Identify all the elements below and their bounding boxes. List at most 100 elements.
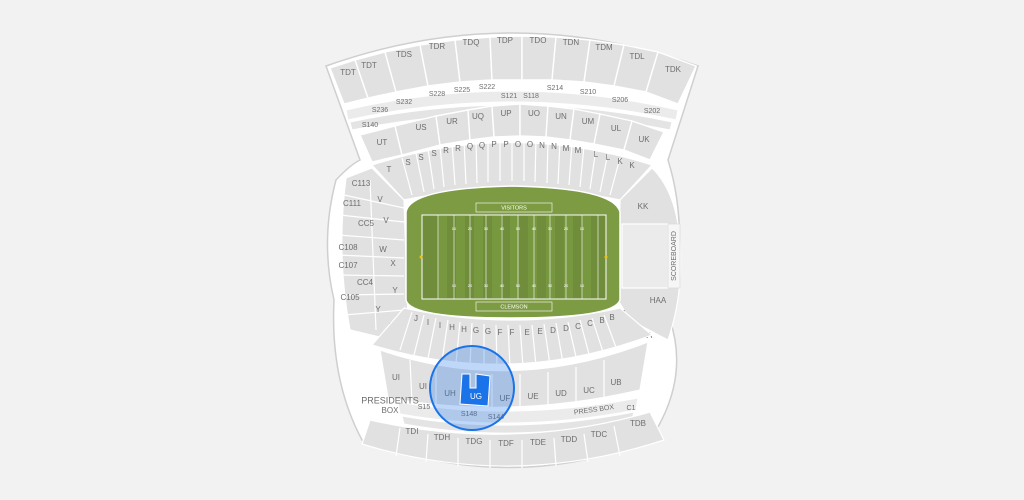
label-p-1: P <box>491 140 496 149</box>
yard-bottom-8: 20 <box>564 283 569 288</box>
yard-bottom-2: 20 <box>468 283 473 288</box>
label-ug: UG <box>470 392 482 401</box>
label-w: W <box>379 245 387 254</box>
label-ue: UE <box>527 392 538 401</box>
label-o-2: O <box>527 140 533 149</box>
label-v-2: V <box>383 216 389 225</box>
label-uo: UO <box>528 109 540 118</box>
label-n-1: N <box>539 141 545 150</box>
label-y-2: Y <box>375 305 381 314</box>
lower-bowl-bottom: J I I H H G G F F E E D D C C B B <box>370 307 654 368</box>
label-x: X <box>390 259 396 268</box>
label-s225: S225 <box>454 87 470 94</box>
label-c108: C108 <box>338 243 358 252</box>
label-us: US <box>415 123 426 132</box>
yard-bottom-3: 30 <box>484 283 489 288</box>
selected-section-marker[interactable]: UG <box>429 345 515 431</box>
label-tdt-2: TDT <box>361 61 377 70</box>
label-cc5: CC5 <box>358 219 375 228</box>
presidents-label-1: PRESIDENTS <box>361 395 419 405</box>
label-c113: C113 <box>352 179 371 188</box>
label-c105: C105 <box>340 293 360 302</box>
label-s144: S144 <box>488 414 504 421</box>
label-d-1: D <box>550 326 556 335</box>
section-uk[interactable] <box>623 120 665 161</box>
yard-bottom-4: 40 <box>500 283 505 288</box>
label-s222: S222 <box>479 84 495 91</box>
yard-top-9: 10 <box>580 226 585 231</box>
label-ub: UB <box>610 378 621 387</box>
label-uf: UF <box>500 394 511 403</box>
label-uq: UQ <box>472 112 484 121</box>
label-tdt-1: TDT <box>340 68 356 77</box>
label-uh: UH <box>444 389 456 398</box>
label-e-2: E <box>537 327 542 336</box>
label-s236: S236 <box>372 107 388 114</box>
label-j-2: J <box>414 314 418 323</box>
label-s-2: S <box>418 153 423 162</box>
label-tdc: TDC <box>591 430 608 439</box>
label-ud: UD <box>555 389 567 398</box>
label-c-1: C <box>575 322 581 331</box>
label-tdd: TDD <box>561 435 578 444</box>
label-b-1: B <box>599 316 604 325</box>
label-tde: TDE <box>530 438 546 447</box>
label-n-2: N <box>551 142 557 151</box>
label-b-2: B <box>609 313 614 322</box>
section-un[interactable] <box>545 105 575 141</box>
yard-bottom-5: 50 <box>516 283 521 288</box>
label-h-2: H <box>461 325 467 334</box>
yard-top-1: 10 <box>452 226 457 231</box>
yard-bottom-6: 40 <box>532 283 537 288</box>
label-ui-2: UI <box>419 382 427 391</box>
label-un: UN <box>555 112 567 121</box>
section-ur[interactable] <box>435 109 471 146</box>
label-g-1: G <box>473 326 479 335</box>
label-tdl: TDL <box>629 52 645 61</box>
section-ug[interactable] <box>459 373 491 407</box>
yard-top-2: 20 <box>468 226 473 231</box>
label-y-1: Y <box>392 286 398 295</box>
section-tdk[interactable] <box>645 51 697 105</box>
label-m-2: M <box>575 146 582 155</box>
label-um: UM <box>582 117 595 126</box>
upper-deck-top: TDT TDT TDS TDR TDQ TDP TDO TDN TDM TDL … <box>329 35 697 105</box>
label-k-2: K <box>629 161 635 170</box>
label-h-1: H <box>449 323 455 332</box>
playing-field: VISITORS CLEMSON 10 20 30 40 50 40 30 20… <box>405 185 621 319</box>
label-l-2: L <box>606 153 611 162</box>
label-c-2: C <box>587 319 593 328</box>
label-ur: UR <box>446 117 458 126</box>
label-tdn: TDN <box>563 38 580 47</box>
label-tdr: TDR <box>429 42 446 51</box>
label-tdf: TDF <box>498 439 514 448</box>
label-r-2: R <box>455 144 461 153</box>
label-i-1: I <box>427 318 429 327</box>
label-tdb: TDB <box>630 419 646 428</box>
label-s121: S121 <box>501 93 517 100</box>
label-tdo: TDO <box>530 36 547 45</box>
label-k: K <box>617 157 623 166</box>
label-tdp: TDP <box>497 36 513 45</box>
label-tdm: TDM <box>595 43 613 52</box>
endzone-clemson: CLEMSON <box>500 304 527 310</box>
label-ul: UL <box>611 124 622 133</box>
scoreboard-label: SCOREBOARD <box>671 231 678 281</box>
upper-mid-top: UT US UR UQ UP UO UN UM UL UK <box>359 103 665 163</box>
label-tdi: TDI <box>406 427 419 436</box>
label-ui-1: UI <box>392 373 400 382</box>
label-q-2: Q <box>479 141 485 150</box>
label-s148: S148 <box>461 411 477 418</box>
label-s-1: S <box>405 158 410 167</box>
label-f-2: F <box>510 328 515 337</box>
label-s210: S210 <box>580 89 596 96</box>
section-uq[interactable] <box>467 105 495 141</box>
label-s228: S228 <box>429 91 445 98</box>
label-m-1: M <box>563 144 570 153</box>
label-d-2: D <box>563 324 569 333</box>
goalpost-right-icon <box>604 255 608 259</box>
label-uk: UK <box>638 135 650 144</box>
suites-top: S236 S232 S228 S225 S222 S121 S118 S214 … <box>345 84 679 131</box>
yard-top-6: 40 <box>532 226 537 231</box>
